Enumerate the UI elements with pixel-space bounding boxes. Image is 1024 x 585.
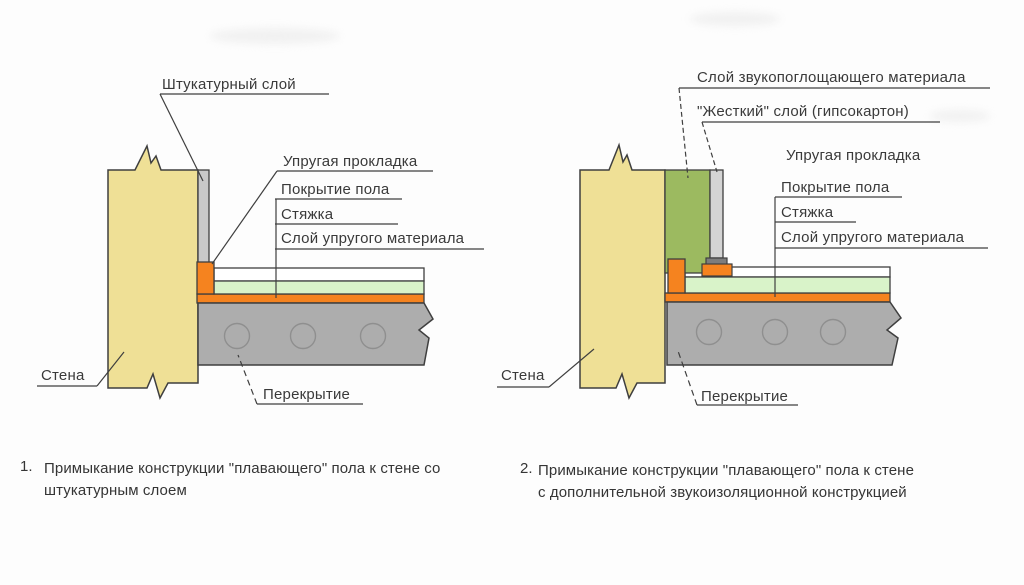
label-screed: Стяжка <box>281 206 334 223</box>
label-slab: Перекрытие <box>263 386 351 403</box>
screed-shape <box>684 276 891 294</box>
caption-1-number: 1. <box>20 458 33 475</box>
label-screed: Стяжка <box>781 204 834 221</box>
label-floor-covering: Покрытие пола <box>781 179 890 196</box>
drywall-layer-shape <box>709 169 724 259</box>
slab-void-circle <box>761 318 789 346</box>
caption-2-line2: с дополнительной звукоизоляционной конст… <box>538 484 907 501</box>
caption-1-line2: штукатурным слоем <box>44 482 187 499</box>
label-edge-gasket: Упругая прокладка <box>786 147 921 164</box>
sound-absorbing-layer-shape <box>664 169 711 274</box>
plaster-layer-shape <box>197 169 210 264</box>
label-elastic-layer: Слой упругого материала <box>781 229 965 246</box>
caption-2-number: 2. <box>520 460 533 477</box>
label-edge-gasket: Упругая прокладка <box>283 153 418 170</box>
caption-2-line1: Примыкание конструкции "плавающего" пола… <box>538 462 915 479</box>
edge-gasket-shape <box>667 258 686 294</box>
caption-1-line1: Примыкание конструкции "плавающего" пола… <box>44 460 441 477</box>
caption-1: Примыкание конструкции "плавающего" пола… <box>44 458 440 502</box>
label-sound-absorbing: Слой звукопоглощающего материала <box>697 69 966 86</box>
label-wall: Стена <box>501 367 545 384</box>
scan-smudge <box>210 28 340 44</box>
elastic-material-layer-shape <box>196 293 425 304</box>
wall-shape <box>579 142 666 400</box>
wall-shape <box>107 143 199 400</box>
drywall-elastic-pad-shape <box>701 263 733 277</box>
slab-void-circle <box>359 322 387 350</box>
caption-2: Примыкание конструкции "плавающего" пола… <box>538 460 914 504</box>
label-plaster-layer: Штукатурный слой <box>162 76 296 93</box>
section-2-leader-lines <box>497 87 990 406</box>
slab-void-circle <box>819 318 847 346</box>
label-floor-covering: Покрытие пола <box>281 181 390 198</box>
slab-void-circle <box>223 322 251 350</box>
label-elastic-layer: Слой упругого материала <box>281 230 465 247</box>
label-wall: Стена <box>41 367 85 384</box>
section-1-leader-lines <box>37 93 484 405</box>
scan-smudge <box>930 110 990 122</box>
slab-void-circle <box>695 318 723 346</box>
label-slab: Перекрытие <box>701 388 789 405</box>
section-2-soundproof-wall <box>497 87 990 406</box>
edge-gasket-shape <box>196 261 215 295</box>
screed-shape <box>213 280 425 295</box>
scan-smudge <box>690 12 780 26</box>
section-1-plaster-wall <box>37 93 484 405</box>
slab-void-circle <box>289 322 317 350</box>
floor-covering-shape <box>213 267 425 282</box>
floor-slab-shape <box>666 301 902 366</box>
elastic-material-layer-shape <box>664 292 891 303</box>
label-rigid-layer: "Жесткий" слой (гипсокартон) <box>697 103 909 120</box>
